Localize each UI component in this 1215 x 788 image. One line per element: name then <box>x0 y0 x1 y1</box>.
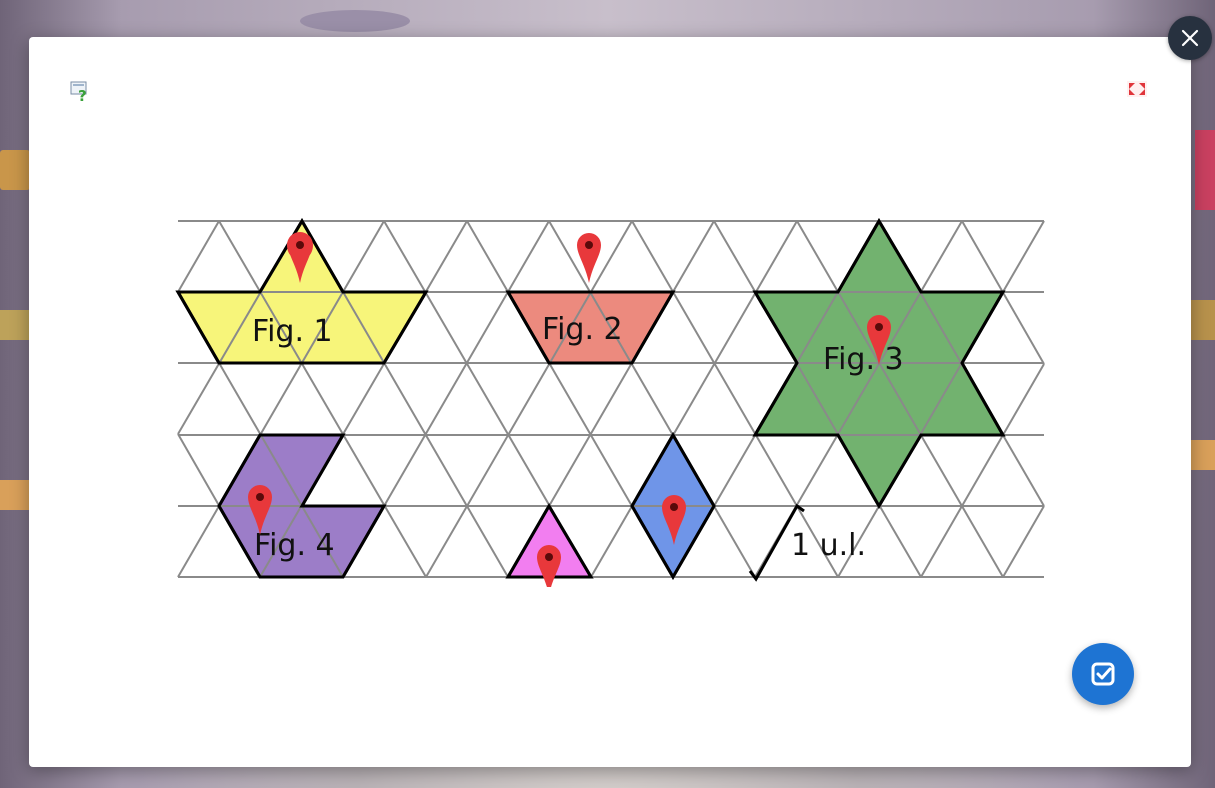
fig4-label: Fig. 4 <box>254 528 335 563</box>
close-button[interactable] <box>1168 16 1212 60</box>
background-decoration <box>0 310 30 340</box>
triangle-grid-lines <box>177 220 1045 578</box>
map-marker-icon[interactable] <box>537 545 561 595</box>
background-decoration <box>300 10 410 32</box>
background-decoration <box>1190 300 1215 340</box>
background-decoration <box>0 480 30 510</box>
map-marker-icon[interactable] <box>248 485 272 535</box>
exit-fullscreen-icon[interactable] <box>1126 80 1148 98</box>
help-document-icon[interactable]: ? <box>69 80 91 105</box>
fig3-label: Fig. 3 <box>823 342 904 377</box>
close-icon <box>1181 29 1199 47</box>
check-square-icon <box>1091 662 1115 686</box>
fig1-label: Fig. 1 <box>252 314 333 349</box>
map-marker-icon[interactable] <box>867 315 891 365</box>
check-button[interactable] <box>1072 643 1134 705</box>
fig2-label: Fig. 2 <box>542 312 623 347</box>
map-marker-icon[interactable] <box>662 495 686 545</box>
map-marker-icon[interactable] <box>287 232 313 283</box>
background-decoration <box>1195 130 1215 210</box>
svg-text:?: ? <box>78 87 87 102</box>
triangle-grid-figure: Fig. 1 Fig. 2 Fig. 3 Fig. 4 1 u.l. <box>164 209 1056 595</box>
map-marker-icon[interactable] <box>577 233 601 283</box>
unit-label: 1 u.l. <box>791 528 866 563</box>
background-decoration <box>0 150 30 190</box>
background-decoration <box>1190 440 1215 470</box>
activity-modal: ? <box>29 37 1191 767</box>
